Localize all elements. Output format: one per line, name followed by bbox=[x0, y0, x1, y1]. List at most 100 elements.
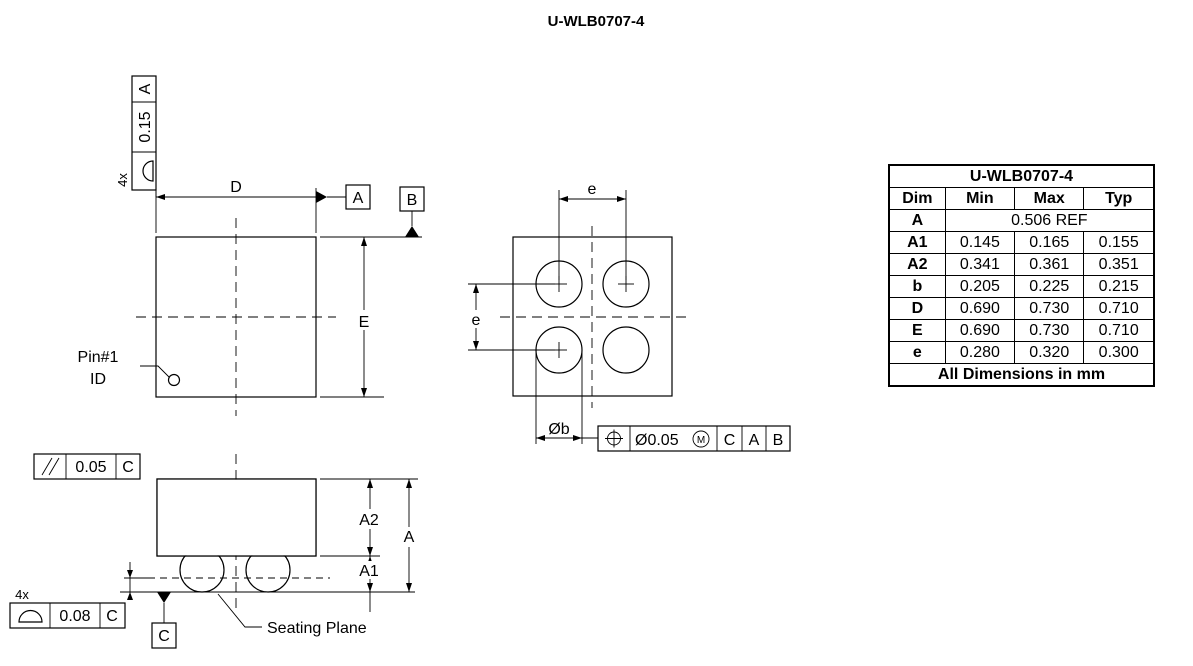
dim-pitch-y-arrow-top bbox=[473, 284, 479, 293]
pin1-leader bbox=[140, 365, 170, 378]
ball-4 bbox=[602, 326, 650, 374]
profile-of-surface-icon-2 bbox=[18, 609, 43, 623]
seating-plane-leader bbox=[217, 593, 262, 628]
dimension-table: U-WLB0707-4 Dim Min Max Typ A 0.506 REF … bbox=[888, 164, 1155, 387]
datum-b-box bbox=[399, 186, 425, 212]
table-footer-row: All Dimensions in mm bbox=[888, 363, 1155, 387]
dim-e-arrow-bottom bbox=[361, 388, 367, 397]
max-material-condition-icon bbox=[692, 430, 710, 448]
dim-a-arrow-bottom bbox=[406, 583, 412, 592]
table-header-min: Min bbox=[944, 187, 1016, 210]
table-cell-dim: A2 bbox=[888, 253, 946, 276]
dim-d-label: D bbox=[230, 179, 242, 196]
flat-fcf-frame bbox=[9, 602, 126, 629]
dim-pitch-y-label: e bbox=[472, 312, 481, 329]
table-row: b 0.205 0.225 0.215 bbox=[888, 275, 1155, 298]
dim-a-label: A bbox=[404, 529, 415, 546]
table-row: e 0.280 0.320 0.300 bbox=[888, 341, 1155, 364]
position-fcf-datum-1: C bbox=[724, 432, 736, 449]
table-cell-min: 0.145 bbox=[944, 231, 1016, 254]
dim-a1-label: A1 bbox=[359, 563, 379, 580]
datum-b-label: B bbox=[407, 192, 418, 209]
table-cell-min: 0.341 bbox=[944, 253, 1016, 276]
datum-c-box bbox=[151, 622, 177, 649]
table-cell-dim: E bbox=[888, 319, 946, 342]
table-cell-typ: 0.710 bbox=[1083, 297, 1155, 320]
profile-of-surface-icon bbox=[142, 160, 154, 182]
datum-c-label: C bbox=[158, 628, 170, 645]
dim-e-label: E bbox=[359, 314, 370, 331]
dim-pitch-x-arrow-right bbox=[617, 196, 626, 202]
bottom-view: e e Øb Ø0.05 M C A B bbox=[466, 181, 791, 452]
datum-c-triangle bbox=[157, 592, 171, 603]
table-cell-dim: A bbox=[888, 209, 946, 232]
bottom-view-body bbox=[512, 236, 673, 397]
table-cell-ref: 0.506 REF bbox=[944, 209, 1155, 232]
dim-ball-label: Øb bbox=[548, 421, 569, 438]
dim-pitch-x-arrow-left bbox=[559, 196, 568, 202]
table-header-typ: Typ bbox=[1083, 187, 1155, 210]
profile-fcf-tolerance: 0.15 bbox=[137, 111, 154, 142]
table-cell-dim: e bbox=[888, 341, 946, 364]
position-icon bbox=[605, 429, 623, 448]
dim-a2-arrow-bottom bbox=[367, 547, 373, 556]
top-view: Pin#1 ID D A B E A 0.15 4x bbox=[78, 75, 425, 416]
datum-a-box bbox=[345, 184, 371, 210]
table-row: A 0.506 REF bbox=[888, 209, 1155, 232]
dim-pitch-y-arrow-bottom bbox=[473, 341, 479, 350]
dim-pitch-y-label-bg bbox=[466, 310, 484, 328]
table-cell-typ: 0.215 bbox=[1083, 275, 1155, 298]
table-row: A2 0.341 0.361 0.351 bbox=[888, 253, 1155, 276]
profile-fcf-count: 4x bbox=[115, 173, 130, 187]
side-view: 0.05 C A2 A1 A 4x 0.08 C bbox=[9, 453, 418, 649]
dim-a1-label-bg bbox=[356, 561, 384, 579]
table-cell-typ: 0.351 bbox=[1083, 253, 1155, 276]
seating-plane-label: Seating Plane bbox=[267, 620, 367, 637]
table-cell-dim: b bbox=[888, 275, 946, 298]
table-cell-max: 0.730 bbox=[1014, 297, 1085, 320]
table-footer: All Dimensions in mm bbox=[888, 363, 1155, 387]
position-fcf-datum-2: A bbox=[749, 432, 760, 449]
flat-fcf-tolerance: 0.08 bbox=[59, 608, 90, 625]
drawing-title: U-WLB0707-4 bbox=[548, 13, 645, 30]
table-title-row: U-WLB0707-4 bbox=[888, 164, 1155, 188]
dim-e-arrow-top bbox=[361, 237, 367, 246]
table-cell-max: 0.165 bbox=[1014, 231, 1085, 254]
profile-fcf-frame bbox=[131, 75, 157, 191]
table-cell-typ: 0.300 bbox=[1083, 341, 1155, 364]
flat-arrow-bottom bbox=[127, 592, 133, 600]
datum-b-triangle bbox=[405, 226, 419, 237]
table-header-dim: Dim bbox=[888, 187, 946, 210]
table-cell-min: 0.280 bbox=[944, 341, 1016, 364]
table-cell-typ: 0.710 bbox=[1083, 319, 1155, 342]
dim-d-arrow-left bbox=[156, 194, 165, 200]
table-row: D 0.690 0.730 0.710 bbox=[888, 297, 1155, 320]
dim-ball-arrow-right bbox=[573, 435, 582, 441]
profile-fcf-datum: A bbox=[137, 83, 154, 94]
dim-a1-arrow-bottom bbox=[367, 583, 373, 592]
side-body-mask bbox=[157, 479, 316, 556]
table-cell-min: 0.690 bbox=[944, 319, 1016, 342]
table-row: A1 0.145 0.165 0.155 bbox=[888, 231, 1155, 254]
table-cell-max: 0.361 bbox=[1014, 253, 1085, 276]
pin1-label-line2: ID bbox=[90, 371, 106, 388]
table-title: U-WLB0707-4 bbox=[888, 164, 1155, 188]
side-view-body-outline bbox=[156, 478, 317, 557]
dim-a-arrow-top bbox=[406, 479, 412, 488]
dim-e-label-bg bbox=[354, 310, 374, 330]
dim-a2-arrow-top bbox=[367, 479, 373, 488]
position-fcf-modifier: M bbox=[697, 435, 705, 446]
parallel-fcf-tolerance: 0.05 bbox=[75, 459, 106, 476]
datum-a-triangle bbox=[316, 191, 327, 203]
table-header-max: Max bbox=[1014, 187, 1085, 210]
table-cell-dim: A1 bbox=[888, 231, 946, 254]
table-cell-max: 0.320 bbox=[1014, 341, 1085, 364]
parallel-fcf-datum: C bbox=[122, 459, 134, 476]
table-cell-min: 0.205 bbox=[944, 275, 1016, 298]
dim-a-label-bg bbox=[400, 527, 418, 547]
table-header-row: Dim Min Max Typ bbox=[888, 187, 1155, 210]
dim-ball-arrow-left bbox=[536, 435, 545, 441]
dim-a2-label-bg bbox=[356, 509, 384, 529]
datum-a-label: A bbox=[353, 190, 364, 207]
